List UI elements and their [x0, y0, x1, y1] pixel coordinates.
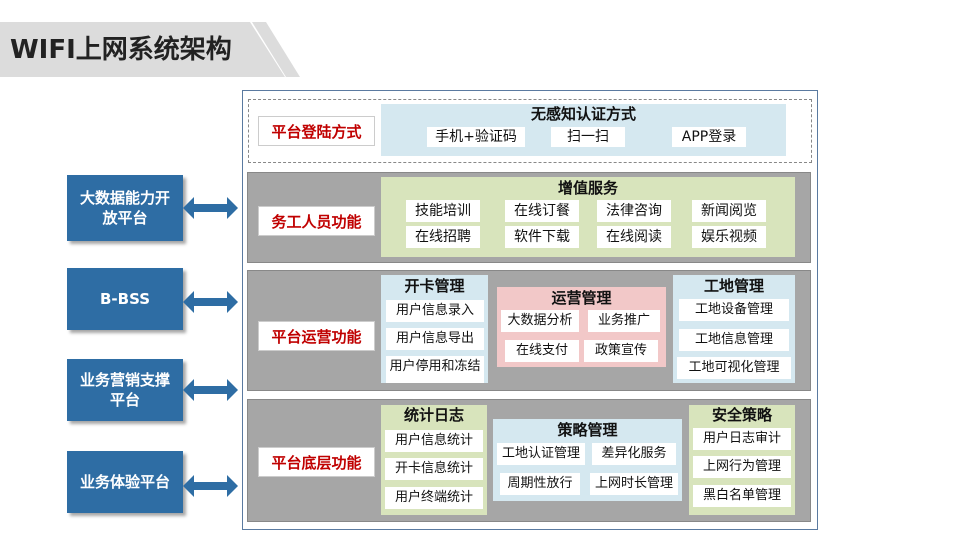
stats-log-item: 用户信息统计 [385, 430, 483, 452]
site-management-item: 工地信息管理 [679, 329, 789, 351]
operation-management-item: 业务推广 [588, 310, 660, 332]
page-title: WIFI上网系统架构 [10, 35, 232, 65]
stats-log-item: 用户终端统计 [385, 487, 483, 509]
policy-management-title: 策略管理 [557, 421, 618, 439]
double-arrow-icon [183, 291, 238, 313]
architecture-frame [242, 90, 818, 530]
section-label-worker: 务工人员功能 [258, 206, 375, 236]
login-group-title: 无感知认证方式 [530, 105, 636, 123]
site-management-item: 工地可视化管理 [677, 357, 791, 379]
platform-experience: 业务体验平台 [67, 451, 183, 513]
section-label-operations: 平台运营功能 [258, 321, 375, 351]
operation-management-item: 大数据分析 [501, 310, 579, 332]
security-policy-item: 上网行为管理 [693, 456, 791, 478]
value-added-item: 娱乐视频 [692, 226, 766, 248]
platform-marketing: 业务营销支撑平台 [67, 359, 183, 421]
security-policy-title: 安全策略 [711, 406, 772, 424]
platform-bigdata: 大数据能力开放平台 [67, 175, 183, 241]
security-policy-item: 用户日志审计 [693, 428, 791, 450]
double-arrow-icon [183, 197, 238, 219]
operation-management-item: 政策宣传 [584, 340, 658, 362]
double-arrow-icon [183, 475, 238, 497]
operation-management-item: 在线支付 [505, 340, 579, 362]
double-arrow-icon [183, 379, 238, 401]
value-added-item: 技能培训 [406, 200, 480, 222]
site-management-item: 工地设备管理 [679, 299, 789, 321]
value-added-item: 软件下载 [505, 226, 579, 248]
card-management-item: 用户停用和冻结 [386, 356, 484, 383]
login-item: 手机+验证码 [427, 127, 525, 147]
policy-management-item: 差异化服务 [592, 443, 676, 465]
policy-management-item: 工地认证管理 [497, 443, 585, 465]
section-label-base: 平台底层功能 [258, 447, 375, 477]
card-management-item: 用户信息录入 [386, 300, 484, 322]
security-policy-item: 黑白名单管理 [693, 485, 791, 507]
login-item: APP登录 [672, 127, 746, 147]
value-added-item: 法律咨询 [597, 200, 671, 222]
operation-management-title: 运营管理 [551, 289, 612, 307]
value-added-item: 在线订餐 [505, 200, 579, 222]
value-added-item: 在线招聘 [406, 226, 480, 248]
title-banner [0, 22, 285, 77]
card-management-title: 开卡管理 [404, 277, 465, 295]
site-management-title: 工地管理 [703, 277, 764, 295]
login-item: 扫一扫 [551, 127, 625, 147]
stats-log-title: 统计日志 [403, 406, 464, 424]
stats-log-item: 开卡信息统计 [385, 458, 483, 480]
value-added-title: 增值服务 [557, 179, 618, 197]
card-management-item: 用户信息导出 [386, 328, 484, 350]
policy-management-item: 上网时长管理 [590, 473, 678, 495]
value-added-item: 在线阅读 [597, 226, 671, 248]
policy-management-item: 周期性放行 [500, 473, 580, 495]
section-label-login: 平台登陆方式 [258, 116, 375, 146]
value-added-item: 新闻阅览 [692, 200, 766, 222]
platform-bbss: B-BSS [67, 268, 183, 330]
